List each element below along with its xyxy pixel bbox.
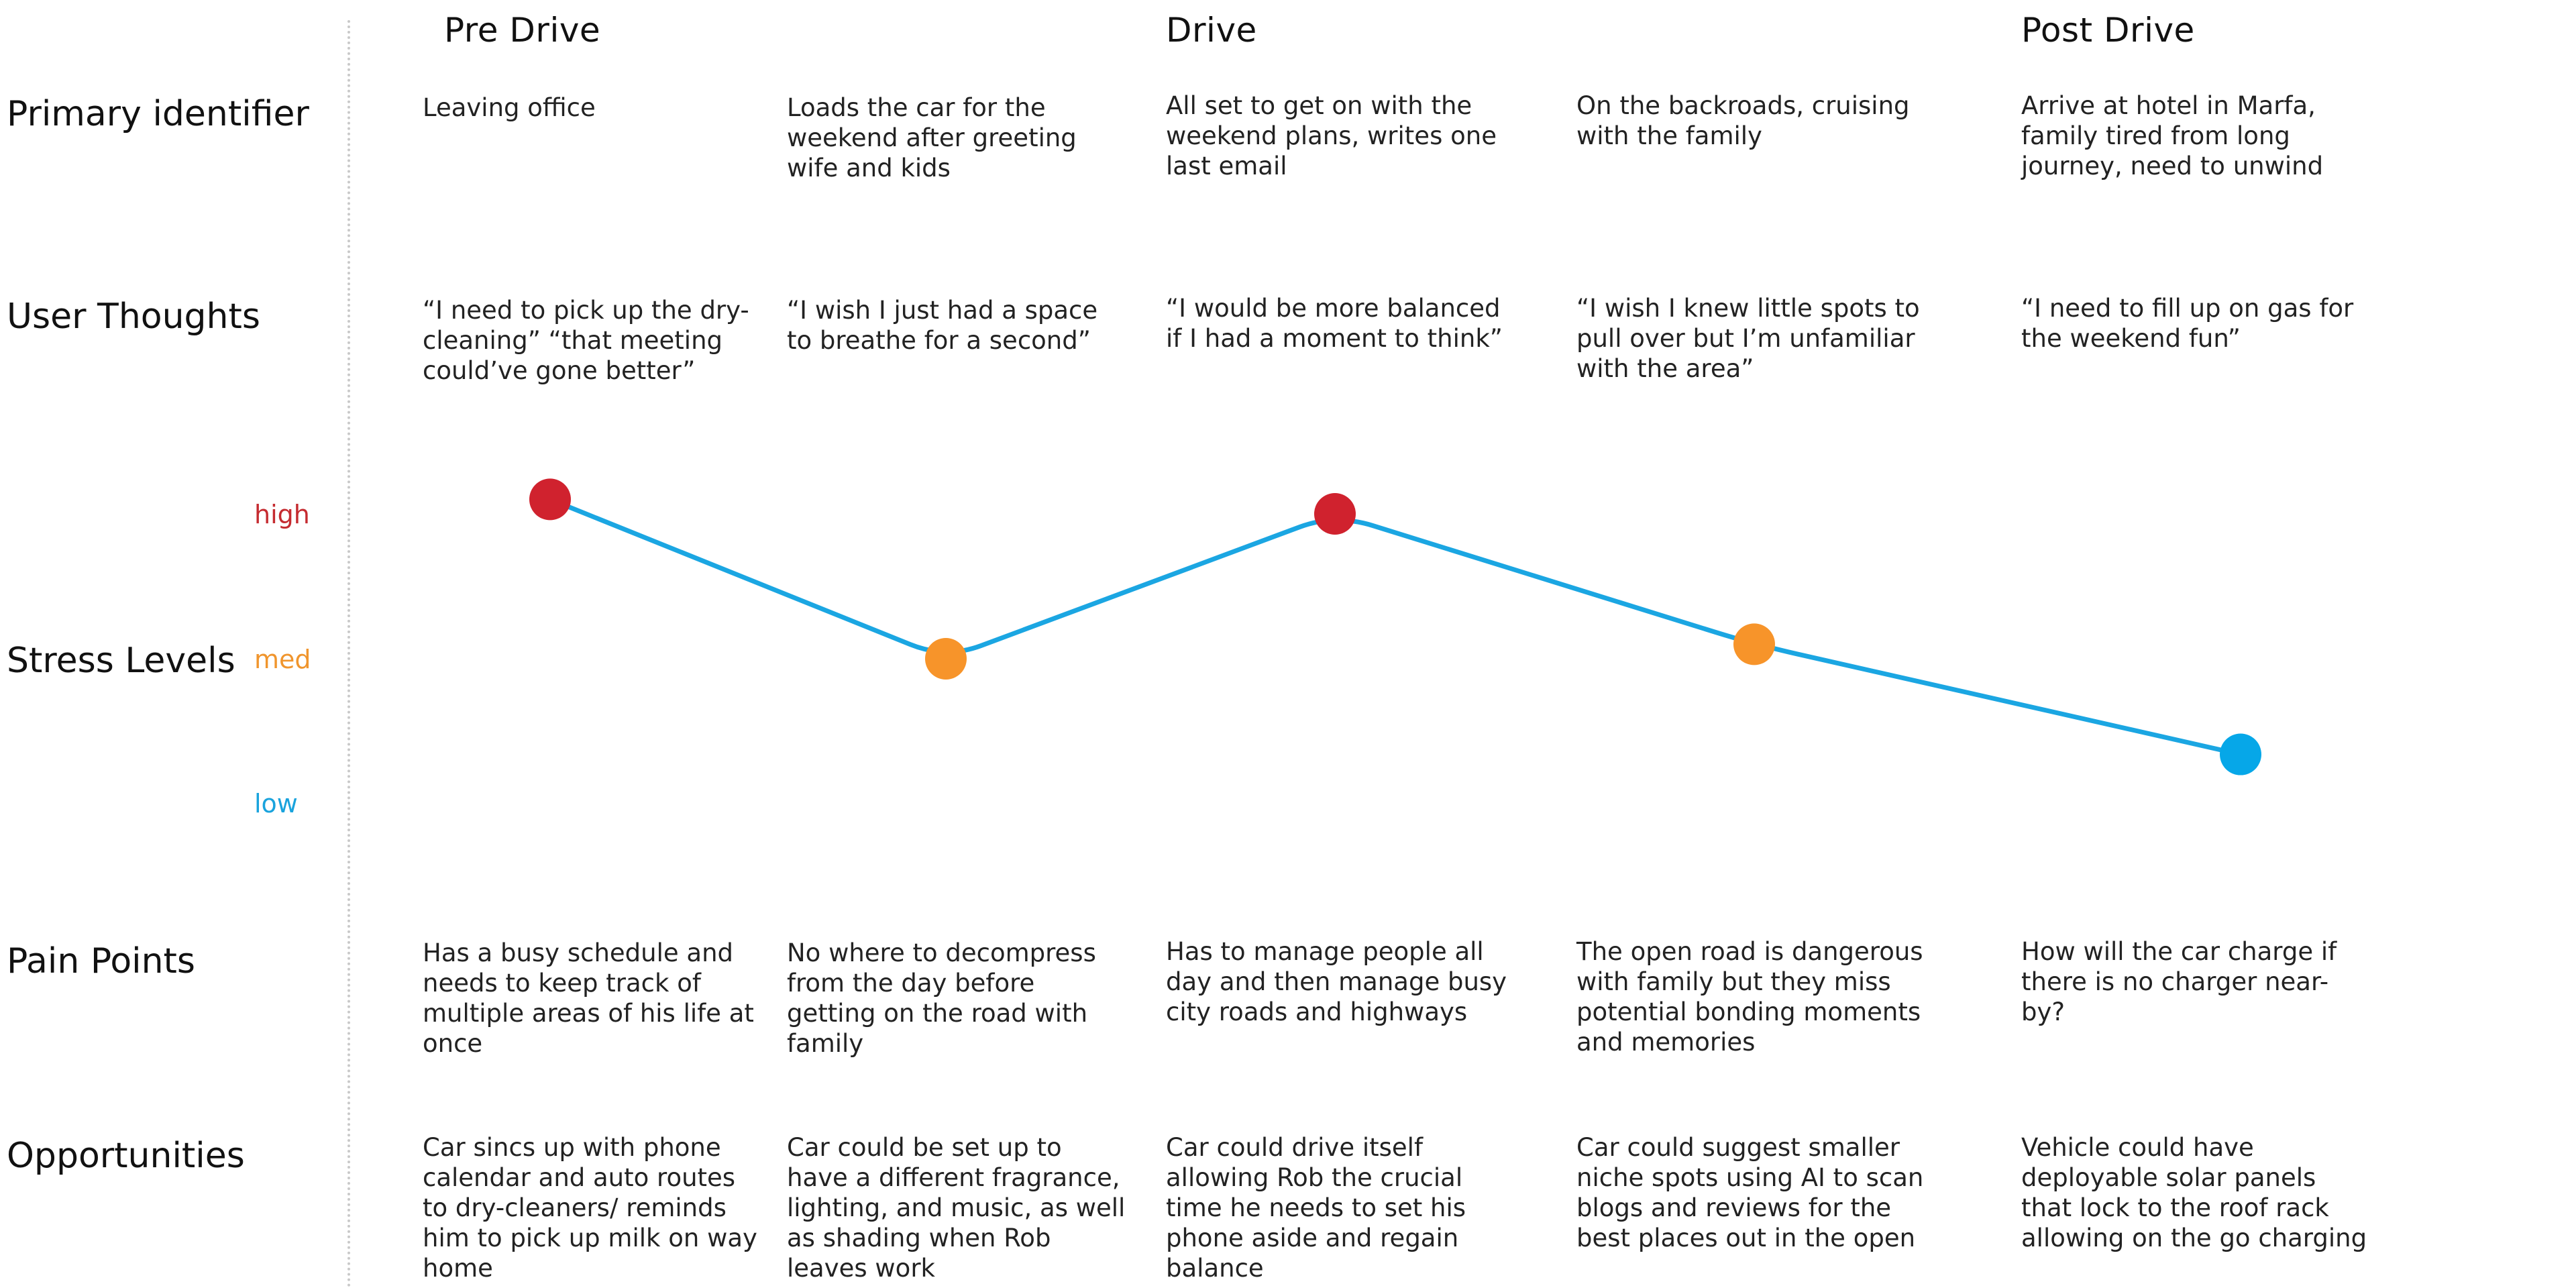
- phase-header-drive: Drive: [1166, 11, 1257, 50]
- pain-point-1: Has a busy schedule and needs to keep tr…: [423, 938, 754, 1058]
- primary-identifier-4: On the backroads, cruising with the fami…: [1576, 91, 1910, 150]
- user-thought-2: “I wish I just had a space to breathe fo…: [787, 296, 1098, 355]
- primary-identifier-1: Leaving office: [423, 93, 596, 122]
- stress-point-5: [2220, 733, 2261, 775]
- stress-point-2: [925, 638, 967, 680]
- user-thought-4: “I wish I knew little spots to pull over…: [1576, 294, 1920, 383]
- phase-header-pre-drive: Pre Drive: [444, 11, 601, 50]
- opportunity-5: Vehicle could have deployable solar pane…: [2021, 1133, 2367, 1252]
- primary-identifier-3: All set to get on with the weekend plans…: [1166, 91, 1497, 180]
- row-label-user-thoughts: User Thoughts: [7, 297, 260, 337]
- stress-level-low: low: [254, 789, 298, 818]
- opportunity-4: Car could suggest smaller niche spots us…: [1576, 1133, 1924, 1252]
- user-thought-1: “I need to pick up the dry-cleaning” “th…: [423, 296, 749, 385]
- stress-level-high: high: [254, 500, 310, 529]
- pain-point-5: How will the car charge if there is no c…: [2021, 937, 2337, 1026]
- opportunity-2: Car could be set up to have a different …: [787, 1133, 1126, 1283]
- stress-point-1: [529, 478, 571, 521]
- primary-identifier-2: Loads the car for the weekend after gree…: [787, 93, 1077, 182]
- primary-identifier-5: Arrive at hotel in Marfa, family tired f…: [2021, 91, 2324, 180]
- pain-point-2: No where to decompress from the day befo…: [787, 938, 1096, 1058]
- user-thought-3: “I would be more balanced if I had a mom…: [1166, 294, 1503, 353]
- row-label-stress-levels: Stress Levels: [7, 641, 235, 681]
- pain-point-4: The open road is dangerous with family b…: [1576, 937, 1923, 1057]
- pain-point-3: Has to manage people all day and then ma…: [1166, 937, 1507, 1026]
- user-thought-5: “I need to fill up on gas for the weeken…: [2021, 294, 2354, 353]
- phase-header-post-drive: Post Drive: [2021, 11, 2195, 50]
- column-divider: [347, 20, 350, 1288]
- row-label-primary-identifier: Primary identifier: [7, 94, 309, 134]
- opportunity-3: Car could drive itself allowing Rob the …: [1166, 1133, 1466, 1283]
- row-label-pain-points: Pain Points: [7, 941, 196, 981]
- stress-point-4: [1733, 623, 1775, 665]
- row-label-opportunities: Opportunities: [7, 1136, 245, 1176]
- opportunity-1: Car sincs up with phone calendar and aut…: [423, 1133, 757, 1283]
- stress-level-med: med: [254, 645, 311, 674]
- stress-line: [547, 496, 2243, 757]
- stress-point-3: [1314, 493, 1356, 535]
